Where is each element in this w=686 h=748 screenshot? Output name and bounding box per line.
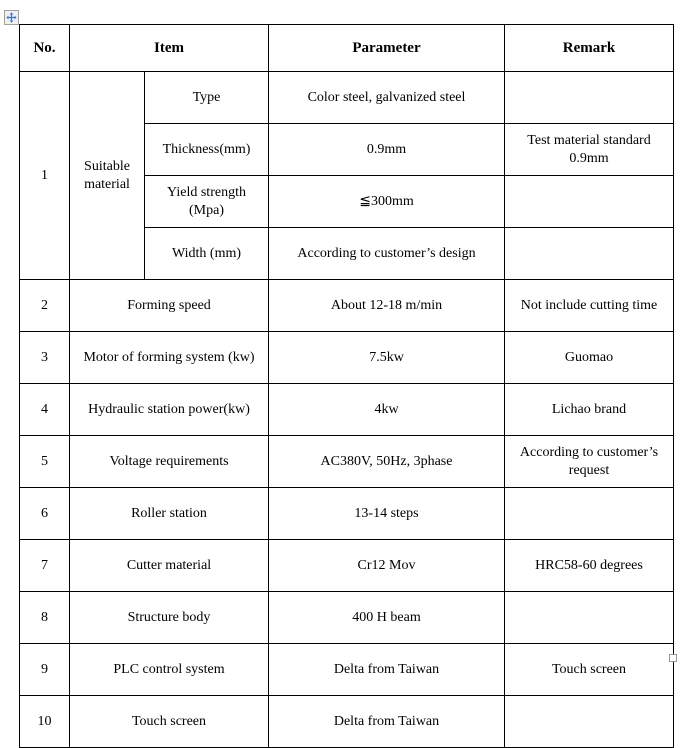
column-header-parameter: Parameter	[268, 24, 505, 72]
cell-no: 9	[19, 643, 70, 696]
cell-parameter: ≦300mm	[268, 175, 505, 228]
cell-sub-item: Yield strength (Mpa)	[144, 175, 269, 228]
table-row: Yield strength (Mpa) ≦300mm	[20, 175, 674, 228]
cell-remark: Test material standard 0.9mm	[504, 123, 674, 176]
machine-spec-table: No. Item Parameter Remark 1 Suitable mat…	[19, 24, 674, 748]
cell-remark: According to customer’s request	[504, 435, 674, 488]
table-header: No. Item Parameter Remark	[19, 24, 674, 72]
cell-no: 8	[19, 591, 70, 644]
cell-parameter: AC380V, 50Hz, 3phase	[268, 435, 505, 488]
cell-remark: Not include cutting time	[504, 279, 674, 332]
column-header-no: No.	[19, 24, 70, 72]
table-resize-handle[interactable]	[669, 654, 677, 662]
cell-parameter: 13-14 steps	[268, 487, 505, 540]
cell-item: Structure body	[69, 591, 269, 644]
cell-parameter: Delta from Taiwan	[268, 643, 505, 696]
cell-remark: Touch screen	[504, 643, 674, 696]
column-header-remark: Remark	[504, 24, 674, 72]
cell-item: Voltage requirements	[69, 435, 269, 488]
table-move-handle[interactable]	[4, 10, 19, 25]
table-row: 2 Forming speed About 12-18 m/min Not in…	[19, 279, 674, 332]
cell-parameter: Cr12 Mov	[268, 539, 505, 592]
cell-remark: Lichao brand	[504, 383, 674, 436]
cell-parameter: Color steel, galvanized steel	[268, 71, 505, 124]
cell-no: 1	[19, 71, 70, 280]
cell-remark: Guomao	[504, 331, 674, 384]
cell-remark	[504, 591, 674, 644]
cell-item: Cutter material	[69, 539, 269, 592]
table-row: 10 Touch screen Delta from Taiwan	[19, 695, 674, 748]
four-way-move-icon	[6, 12, 17, 23]
cell-no: 4	[19, 383, 70, 436]
cell-sub-item: Type	[144, 71, 269, 124]
cell-no: 7	[19, 539, 70, 592]
cell-parameter: According to customer’s design	[268, 227, 505, 280]
cell-parameter: 7.5kw	[268, 331, 505, 384]
cell-parameter: About 12-18 m/min	[268, 279, 505, 332]
cell-remark	[504, 695, 674, 748]
cell-remark	[504, 487, 674, 540]
table-body: 1 Suitable material Type Color steel, ga…	[19, 71, 674, 748]
cell-sub-item: Thickness(mm)	[144, 123, 269, 176]
table-row: 1 Suitable material Type Color steel, ga…	[19, 71, 674, 280]
table-row: 5 Voltage requirements AC380V, 50Hz, 3ph…	[19, 435, 674, 488]
cell-parameter: 400 H beam	[268, 591, 505, 644]
cell-parameter: Delta from Taiwan	[268, 695, 505, 748]
cell-sub-item: Width (mm)	[144, 227, 269, 280]
table-row: 4 Hydraulic station power(kw) 4kw Lichao…	[19, 383, 674, 436]
cell-item: Roller station	[69, 487, 269, 540]
cell-no: 6	[19, 487, 70, 540]
cell-remark: HRC58-60 degrees	[504, 539, 674, 592]
cell-item: PLC control system	[69, 643, 269, 696]
cell-item-group: Suitable material	[69, 71, 145, 280]
table-row: 8 Structure body 400 H beam	[19, 591, 674, 644]
cell-item: Motor of forming system (kw)	[69, 331, 269, 384]
cell-no: 5	[19, 435, 70, 488]
table-row: Thickness(mm) 0.9mm Test material standa…	[20, 123, 674, 176]
cell-parameter: 4kw	[268, 383, 505, 436]
table-row: 7 Cutter material Cr12 Mov HRC58-60 degr…	[19, 539, 674, 592]
table-row: 6 Roller station 13-14 steps	[19, 487, 674, 540]
column-header-item: Item	[69, 24, 269, 72]
cell-item: Hydraulic station power(kw)	[69, 383, 269, 436]
cell-parameter: 0.9mm	[268, 123, 505, 176]
cell-remark	[504, 175, 674, 228]
cell-item: Forming speed	[69, 279, 269, 332]
cell-no: 10	[19, 695, 70, 748]
header-row: No. Item Parameter Remark	[19, 24, 674, 72]
table-row: 3 Motor of forming system (kw) 7.5kw Guo…	[19, 331, 674, 384]
cell-no: 2	[19, 279, 70, 332]
table-row: 9 PLC control system Delta from Taiwan T…	[19, 643, 674, 696]
cell-item: Touch screen	[69, 695, 269, 748]
cell-remark	[504, 227, 674, 280]
cell-no: 3	[19, 331, 70, 384]
cell-remark	[504, 71, 674, 124]
spec-table-container: No. Item Parameter Remark 1 Suitable mat…	[19, 24, 674, 748]
